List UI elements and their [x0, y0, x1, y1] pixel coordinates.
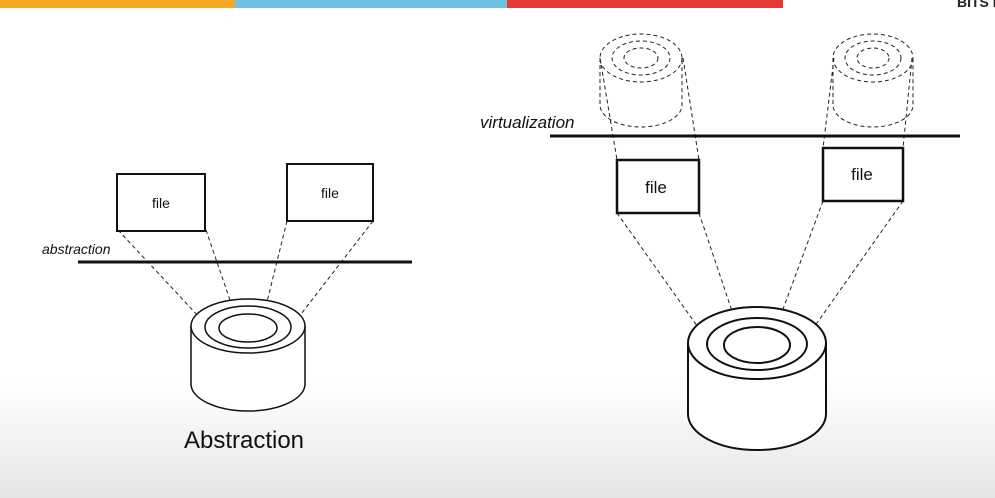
file-label: file	[645, 178, 667, 197]
file-label: file	[321, 185, 339, 201]
virtualization-label: virtualization	[480, 113, 575, 132]
top-accent-bar	[0, 0, 783, 8]
right-file-box-1: file	[615, 158, 701, 215]
accent-bar-blue	[235, 0, 507, 8]
file-label: file	[152, 195, 170, 211]
file-label: file	[851, 165, 873, 184]
left-disk-cylinder	[190, 298, 306, 412]
accent-bar-red	[507, 0, 783, 8]
virtual-disk-left	[599, 33, 683, 128]
left-file-box-1: file	[116, 173, 206, 232]
abstraction-caption: Abstraction	[184, 427, 304, 454]
virtual-disk-right	[832, 33, 914, 128]
left-file-box-2: file	[286, 163, 374, 222]
abstraction-label: abstraction	[42, 241, 111, 257]
accent-bar-orange	[0, 0, 235, 8]
right-file-box-2: file	[821, 146, 905, 203]
right-disk-cylinder	[687, 306, 827, 451]
header-logo-text: BITS Pil	[957, 0, 995, 10]
